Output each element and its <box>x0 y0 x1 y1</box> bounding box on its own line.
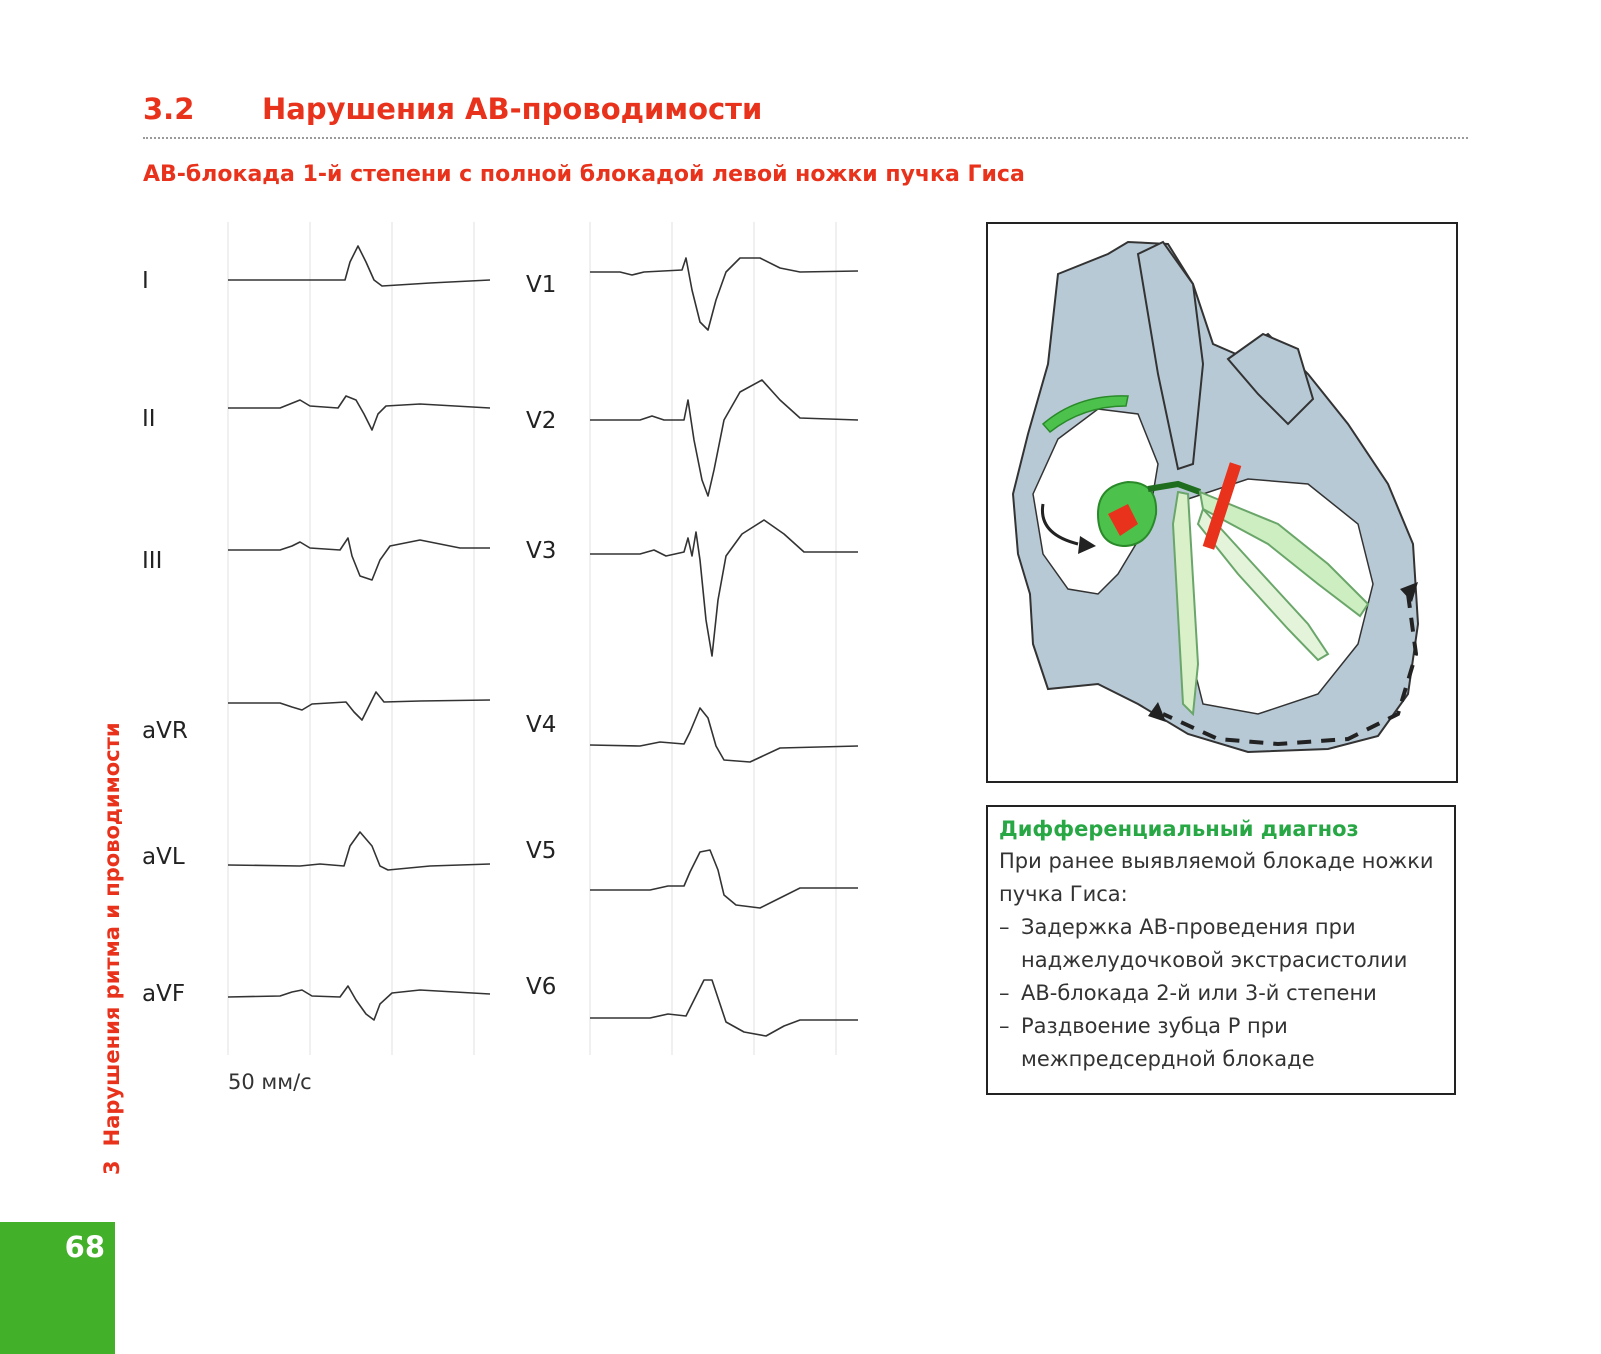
lead-label-ii: II <box>142 406 156 432</box>
green-atrial-tract <box>1041 395 1129 434</box>
differential-diagnosis-box: Дифференциальный диагноз При ранее выявл… <box>986 805 1456 1095</box>
lead-label-avf: aVF <box>142 981 186 1007</box>
list-item-text: АВ-блокада 2-й или 3-й степени <box>1021 981 1377 1005</box>
pulmonary-artery <box>1226 332 1315 426</box>
chapter-number: 3 <box>100 1160 124 1175</box>
lead-label-v4: V4 <box>526 712 557 738</box>
section-title: Нарушения АВ-проводимости <box>262 92 763 126</box>
ecg-grid <box>227 222 837 1055</box>
differential-diagnosis-list: –Задержка АВ-проведения при наджелудочко… <box>999 911 1443 1076</box>
list-item-text: Раздвоение зубца Р при межпредсердной бл… <box>1021 1014 1315 1071</box>
ecg-trace-v4 <box>589 707 859 763</box>
lead-label-v1: V1 <box>526 272 557 298</box>
list-item: –Задержка АВ-проведения при наджелудочко… <box>999 915 1408 972</box>
differential-diagnosis-intro: При ранее выявляемой блокаде ножки пучка… <box>999 849 1434 906</box>
ecg-trace-i <box>228 245 491 287</box>
header-divider <box>143 137 1468 139</box>
atrial-conduction-arrow <box>1040 503 1079 546</box>
his-bundle <box>1147 480 1202 495</box>
ecg-trace-iii <box>228 537 490 581</box>
ecg-trace-avl <box>227 831 491 871</box>
paper-speed-label: 50 мм/с <box>228 1070 312 1094</box>
differential-diagnosis-title: Дифференциальный диагноз <box>999 817 1359 841</box>
arrowhead-1 <box>1078 536 1096 554</box>
lead-label-v2: V2 <box>526 408 557 434</box>
ecg-trace-v3 <box>590 519 858 657</box>
left-bundle-1 <box>1198 490 1370 618</box>
ecg-trace-v1 <box>590 257 859 331</box>
page-number: 68 <box>64 1230 105 1264</box>
lead-label-i: I <box>142 268 149 294</box>
block-bar <box>1202 462 1242 550</box>
ecg-tracings <box>227 222 859 1055</box>
ecg-trace-v5 <box>590 849 858 909</box>
lead-label-iii: III <box>142 548 163 574</box>
ecg-trace-avf <box>227 985 491 1021</box>
lead-label-avr: aVR <box>142 718 188 744</box>
aorta <box>1136 240 1205 471</box>
lead-label-v5: V5 <box>526 838 557 864</box>
arrowhead-3 <box>1148 702 1166 722</box>
ecg-trace-v2 <box>590 379 859 497</box>
chapter-sidebar: 3 Нарушения ритма и проводимости <box>100 722 124 1175</box>
list-item: –АВ-блокада 2-й или 3-й степени <box>999 981 1377 1005</box>
section-number: 3.2 <box>143 92 195 126</box>
chapter-title: Нарушения ритма и проводимости <box>100 722 124 1147</box>
arrowhead-2 <box>1400 582 1418 602</box>
lead-label-v6: V6 <box>526 974 557 1000</box>
lead-label-avl: aVL <box>142 844 185 870</box>
figure-subtitle: АВ-блокада 1-й степени с полной блокадой… <box>143 162 1025 187</box>
list-item-text: Задержка АВ-проведения при наджелудочков… <box>1021 915 1408 972</box>
ecg-trace-ii <box>228 395 491 431</box>
heart-conduction-diagram <box>986 222 1458 783</box>
lead-label-v3: V3 <box>526 538 557 564</box>
ventricular-conduction-dashes <box>1162 593 1419 747</box>
sa-node-marker <box>1108 504 1138 536</box>
right-bundle <box>1171 490 1200 717</box>
ecg-trace-v6 <box>590 979 858 1037</box>
list-item: –Раздвоение зубца Р при межпредсердной б… <box>999 1014 1315 1071</box>
heart-illustration <box>1011 240 1420 754</box>
ecg-trace-avr <box>228 691 491 721</box>
page-number-tab: 68 <box>0 1222 115 1354</box>
